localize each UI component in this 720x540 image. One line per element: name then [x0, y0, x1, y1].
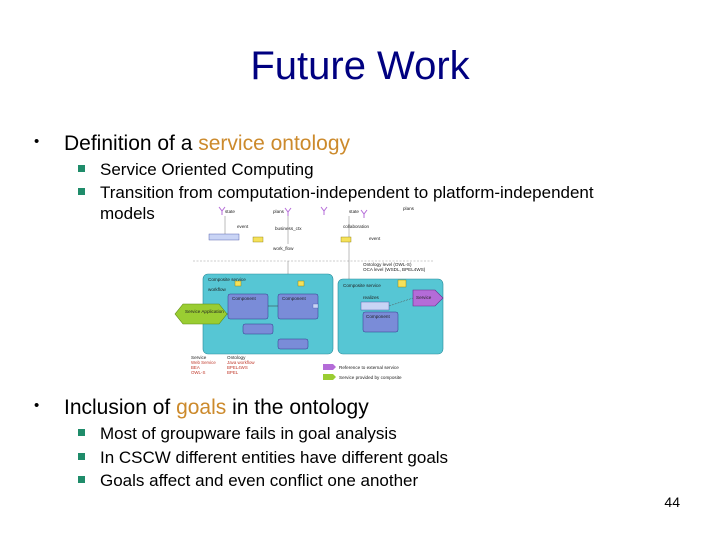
legend1-item-3: OWL-S — [191, 370, 205, 375]
panel-left-title: Composite service — [208, 277, 246, 282]
component-box-4 — [277, 338, 309, 350]
diagram-label-owl-lvl: OCA level (WSDL, BPEL4WS) — [363, 267, 426, 272]
legend1-title: Service — [191, 355, 207, 360]
ontology-icon-4 — [360, 209, 368, 218]
legend-key-1-swatch — [323, 364, 336, 370]
legend1-item-1: Web Service — [191, 360, 216, 365]
ontology-node-3 — [340, 236, 352, 243]
ontology-icon-1 — [218, 206, 226, 215]
service-application-node — [174, 303, 228, 325]
sub-bullet-text: Most of groupware fails in goal analysis — [100, 424, 397, 443]
ontology-node-1 — [208, 233, 240, 241]
diagram-label-state: state — [225, 209, 235, 214]
diagram-label-onto-owl: Ontology level (OWL-S) — [363, 262, 412, 267]
square-bullet-icon — [78, 429, 85, 436]
bullet-text: Inclusion of goals in the ontology — [64, 396, 369, 420]
ontology-icon-2 — [284, 207, 292, 216]
diagram-label-plans-2: plans — [403, 206, 415, 211]
bullet-highlight: service ontology — [198, 132, 350, 155]
sub-bullet-text: Service Oriented Computing — [100, 160, 314, 179]
page-number: 44 — [664, 494, 680, 510]
square-bullet-icon — [78, 453, 85, 460]
diagram-label-business: business_ctx — [275, 226, 302, 231]
panel-right-realizes: realizes — [363, 295, 380, 300]
diagram-label-state-2: state — [349, 209, 359, 214]
legend2-item-3: BPEL — [227, 370, 239, 375]
slide-title: Future Work — [250, 44, 470, 88]
panel-left-workflow: workflow — [208, 287, 227, 292]
ontology-icon-3 — [320, 206, 328, 215]
bullet-dot-icon: • — [34, 133, 40, 150]
square-bullet-icon — [78, 188, 85, 195]
component-box-1 — [227, 293, 269, 320]
sub-bullet-text: Transition from computation-independent … — [100, 183, 594, 202]
bullet-dot-icon: • — [34, 397, 40, 414]
legend1-item-2: BEA — [191, 365, 200, 370]
legend-key-2: Service provided by composite — [339, 375, 402, 380]
sub-bullet-text: In CSCW different entities have differen… — [100, 448, 449, 467]
external-service-node — [412, 289, 444, 307]
diagram-label-workflow: work_flow — [273, 246, 294, 251]
upper-ontology-area: state plans state plans event business_c… — [193, 206, 433, 272]
bullet-highlight: goals — [176, 396, 227, 419]
legend2-title: Ontology — [227, 355, 246, 360]
legend2-item-2: BPEL4WS — [227, 365, 248, 370]
legend-key-1: Reference to external service — [339, 365, 399, 370]
component-label-2: Component — [282, 296, 306, 301]
component-label-5: Component — [366, 314, 390, 319]
composite-service-panel-left: Composite service workflow Component Com… — [202, 273, 334, 355]
green-node-label: Service Application — [185, 309, 224, 314]
sub-bullet-text: Goals affect and even conflict one anoth… — [100, 471, 419, 490]
diagram-label-event: event — [237, 224, 249, 229]
bullet-suffix: in the ontology — [226, 396, 369, 419]
bullet-text: Definition of a service ontology — [64, 132, 350, 156]
legend2-item-1: Java workflow — [227, 360, 255, 365]
diagram-label-plans: plans — [273, 209, 285, 214]
panel-right-title: Composite service — [343, 283, 381, 288]
diagram-legend: Service Web Service BEA OWL-S Ontology J… — [191, 355, 402, 380]
legend-key-2-swatch — [323, 374, 336, 380]
component-box-3 — [242, 323, 274, 335]
diagram-label-collab: collaboration — [343, 224, 369, 229]
square-bullet-icon — [78, 165, 85, 172]
square-bullet-icon — [78, 476, 85, 483]
sub-bullet-text-continued: models — [100, 204, 155, 223]
diagram-label-event-2: event — [369, 236, 381, 241]
bullet-prefix: Definition of a — [64, 132, 199, 155]
component-box-5 — [362, 311, 399, 333]
bullet-prefix: Inclusion of — [64, 396, 177, 419]
service-ontology-diagram: state plans state plans event business_c… — [174, 206, 444, 380]
external-service-label: Service — [416, 295, 432, 300]
ontology-node-2 — [252, 236, 264, 243]
component-label-1: Component — [232, 296, 256, 301]
right-inner-node — [360, 301, 390, 311]
